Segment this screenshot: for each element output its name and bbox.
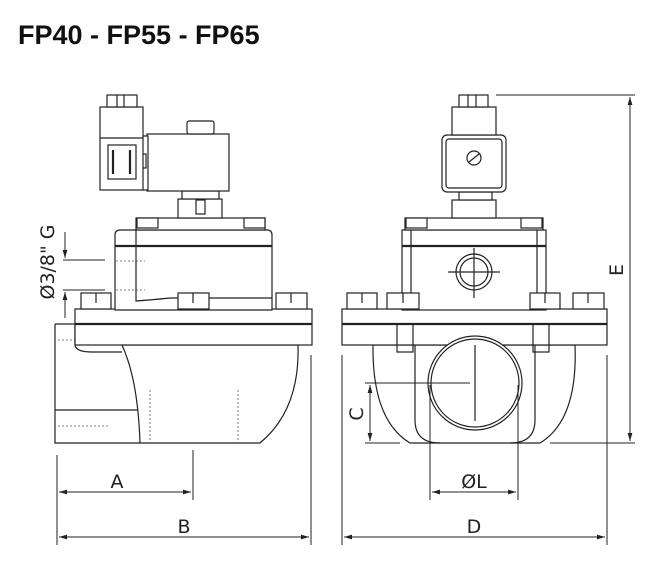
flange-bolts (80, 292, 308, 310)
front-view (341, 94, 608, 444)
dim-b-label: B (177, 516, 190, 538)
dim-e-label: E (606, 264, 628, 276)
bolt (136, 217, 159, 229)
dim-d-label: D (467, 516, 482, 538)
dim-c-label: C (346, 407, 368, 420)
dimension-lines (56, 94, 635, 545)
dim-a-label: A (111, 471, 124, 493)
side-view (54, 94, 313, 444)
bolt (243, 217, 266, 229)
page-title: FP40 - FP55 - FP65 (18, 20, 260, 50)
flange-bolts (346, 292, 605, 310)
dim-l-label: ØL (461, 471, 487, 493)
port-size-label: Ø3/8" G (37, 224, 59, 299)
